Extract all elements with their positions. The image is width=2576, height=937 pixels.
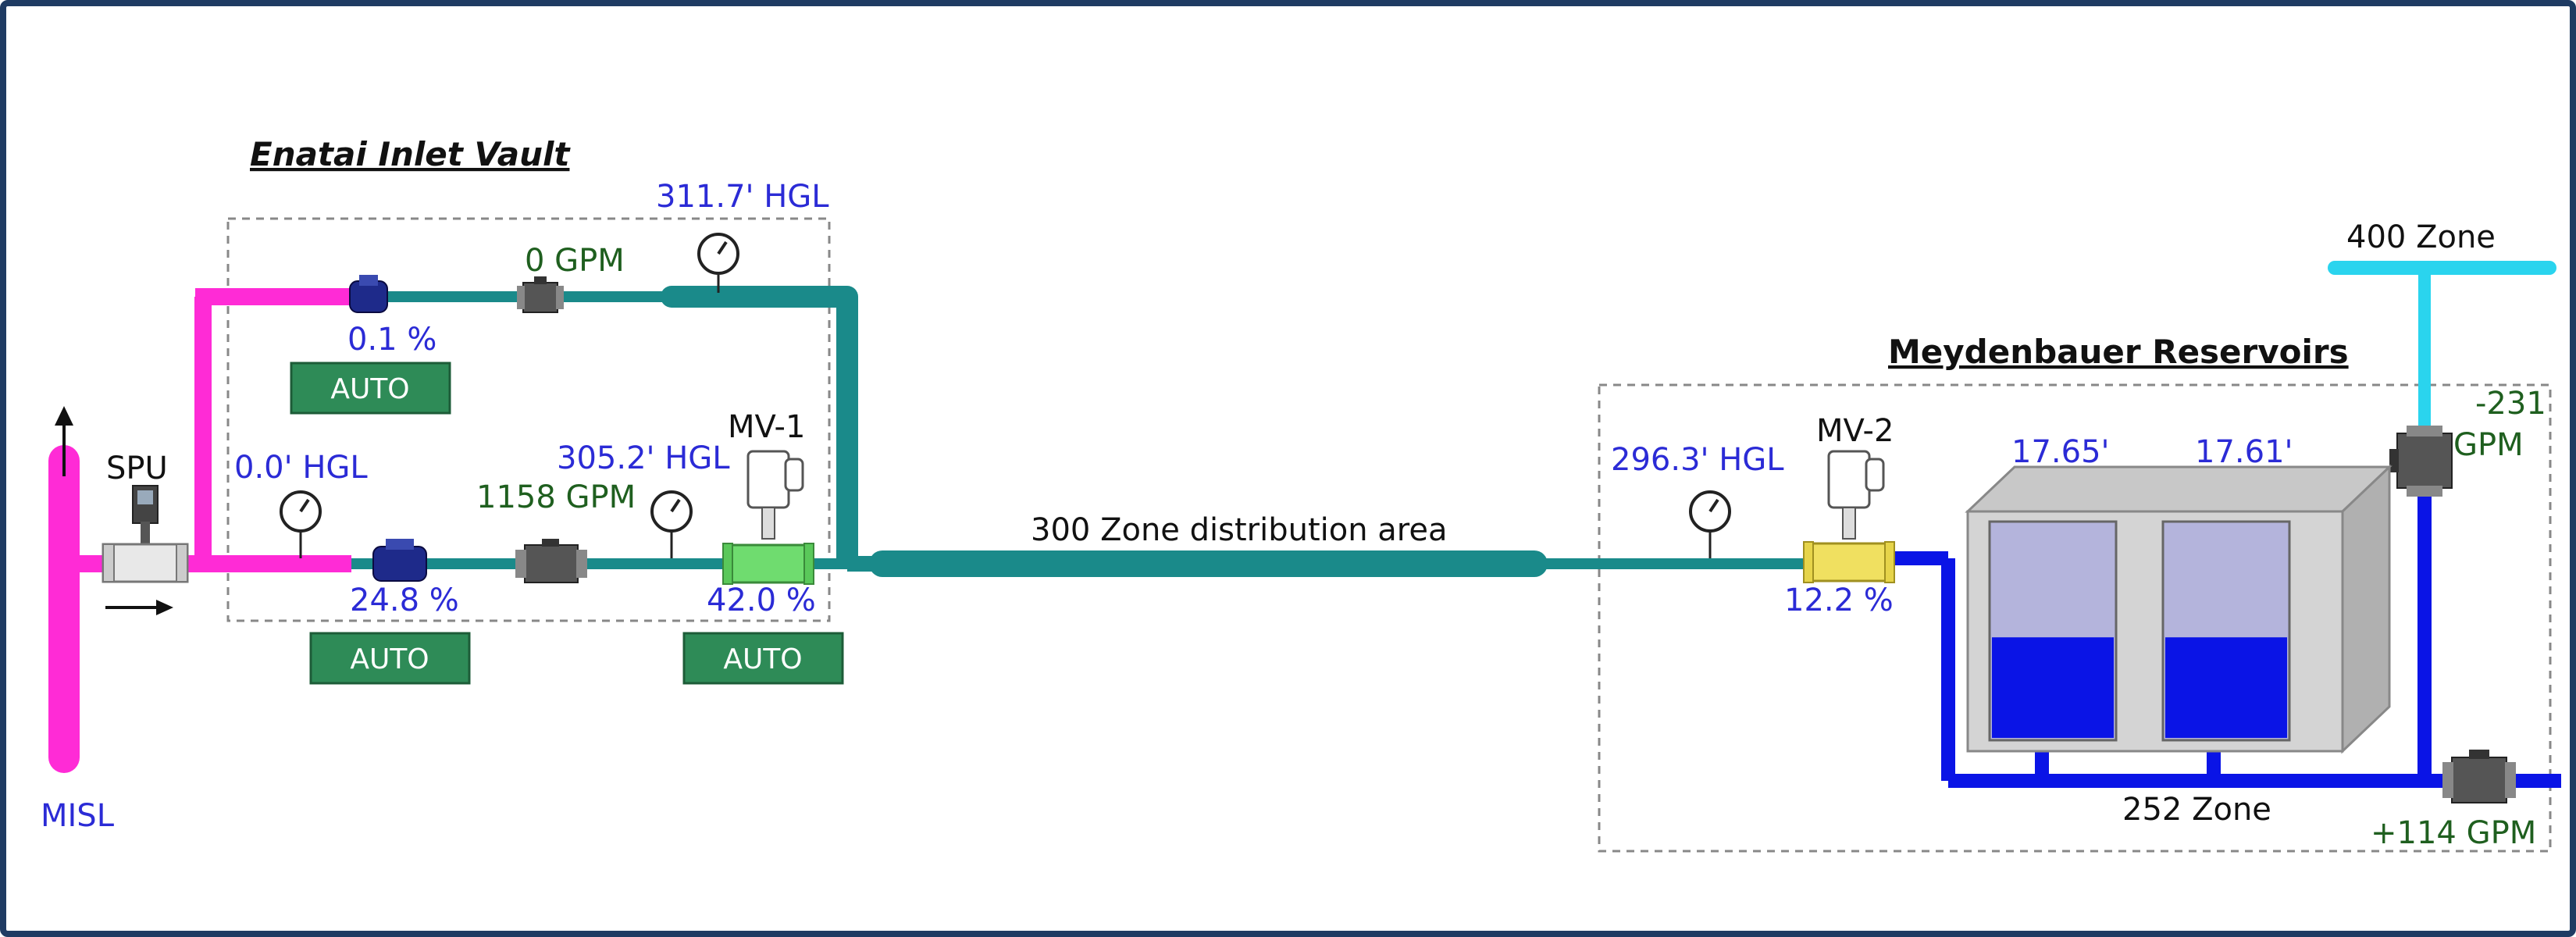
mv2-pct: 12.2 % <box>1784 583 1894 618</box>
tank-2-level: 17.61' <box>2195 434 2293 470</box>
spu-label: SPU <box>106 451 168 486</box>
hgl-top-reading: 311.7' HGL <box>656 179 829 215</box>
hgl-left-reading: 0.0' HGL <box>234 450 368 486</box>
auto-button-top[interactable]: AUTO <box>290 362 451 415</box>
tank-1 <box>1988 520 2118 742</box>
meter-252-icon <box>2442 750 2516 803</box>
flow-400-reading: -231 <box>2475 386 2546 422</box>
auto-button-mv1-label: AUTO <box>723 643 802 675</box>
mv1-pct: 42.0 % <box>707 583 816 618</box>
auto-button-top-label: AUTO <box>330 373 409 405</box>
flow-400-unit: GPM <box>2453 427 2524 463</box>
meydenbauer-box <box>1598 383 2552 853</box>
mv2-label: MV-2 <box>1816 413 1894 449</box>
misl-label: MISL <box>41 798 115 834</box>
auto-button-bottom[interactable]: AUTO <box>309 632 471 685</box>
enatai-vault-box <box>226 217 831 622</box>
valve-bottom-pct: 24.8 % <box>350 583 459 618</box>
pressure-gauge-mid-icon <box>650 490 693 558</box>
auto-button-bottom-label: AUTO <box>350 643 429 675</box>
up-arrow-head-icon <box>55 406 73 426</box>
mid-flow-meter-icon <box>515 539 587 583</box>
mv1-label: MV-1 <box>728 409 805 445</box>
flow-arrow-head-icon <box>156 600 173 615</box>
tank-2 <box>2161 520 2291 742</box>
valve-top-pct: 0.1 % <box>347 322 436 358</box>
pressure-gauge-left-icon <box>280 490 322 558</box>
zone-252-label: 252 Zone <box>2122 792 2271 828</box>
flow-top-reading: 0 GPM <box>525 243 625 279</box>
tank-1-level-fill <box>1992 637 2114 738</box>
tank-2-level-fill <box>2165 637 2287 738</box>
enatai-title: Enatai Inlet Vault <box>250 135 571 173</box>
tank-1-level: 17.65' <box>2011 434 2110 470</box>
flow-252-reading: +114 GPM <box>2371 815 2536 851</box>
meter-400-icon <box>2389 426 2453 497</box>
mv2-valve-icon[interactable] <box>1803 450 1895 583</box>
zone-400-label: 400 Zone <box>2346 219 2496 255</box>
zone-300-label: 300 Zone distribution area <box>1031 512 1447 548</box>
hgl-mid-reading: 305.2' HGL <box>557 440 730 476</box>
top-flow-meter-icon <box>517 276 564 313</box>
pressure-gauge-mey-icon <box>1689 490 1731 558</box>
auto-button-mv1[interactable]: AUTO <box>682 632 844 685</box>
mv1-valve-icon[interactable] <box>722 450 814 585</box>
pressure-gauge-top-icon <box>697 233 739 293</box>
bottom-control-valve-icon[interactable] <box>372 539 427 582</box>
spu-meter-icon <box>102 485 189 583</box>
top-control-valve-icon[interactable] <box>349 275 388 313</box>
hgl-mey-reading: 296.3' HGL <box>1611 442 1784 478</box>
flow-mid-reading: 1158 GPM <box>476 479 636 515</box>
meydenbauer-title: Meydenbauer Reservoirs <box>1888 333 2349 371</box>
